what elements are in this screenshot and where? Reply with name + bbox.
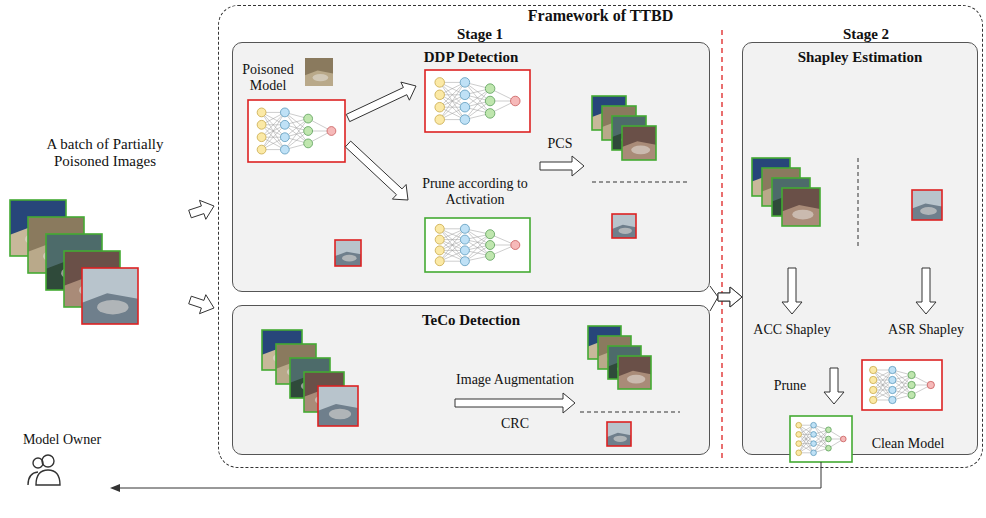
stage-divider: [721, 30, 722, 462]
hollow-arrow: [824, 368, 844, 404]
annotation: A batch of Partially Poisoned Images: [25, 136, 185, 171]
sample-image: [318, 386, 358, 426]
panel-title: Shapley Estimation: [743, 49, 977, 66]
sample-image: [82, 268, 138, 324]
stage-label: Stage 1: [440, 26, 520, 43]
sample-image: [305, 58, 333, 86]
input-arrow: [189, 295, 214, 314]
network-icon: [248, 100, 345, 162]
arrow-head: [110, 484, 120, 492]
sample-image: [618, 356, 651, 389]
hollow-arrow: [455, 393, 575, 413]
annotation: Poisoned Model: [236, 62, 300, 94]
annotation: ACC Shapley: [744, 322, 840, 338]
connector-arrow: [718, 287, 742, 307]
stage-connector: [710, 287, 742, 311]
annotation: Model Owner: [12, 432, 112, 448]
owner-icon: [28, 455, 60, 485]
hollow-arrow: [540, 156, 584, 176]
panel-title: Framework of TTBD: [219, 7, 982, 25]
input-arrow: [189, 200, 214, 219]
stage-label: Stage 2: [826, 26, 906, 43]
annotation: Image Augmentation: [440, 372, 590, 388]
sample-image: [335, 240, 361, 266]
hollow-arrow: [346, 82, 416, 122]
sample-image: [612, 214, 636, 238]
sample-image: [912, 190, 942, 220]
annotation: Prune: [762, 378, 818, 394]
separator: [858, 158, 859, 246]
annotation: PCS: [535, 136, 585, 152]
panel-title: TeCo Detection: [233, 312, 709, 329]
annotation: Clean Model: [860, 436, 956, 452]
panel-title: DDP Detection: [233, 49, 709, 66]
hollow-arrow: [916, 268, 936, 314]
connector-arrow: [718, 287, 742, 307]
sample-image: [782, 188, 820, 226]
annotation: Prune according to Activation: [405, 176, 545, 208]
separator: [592, 182, 690, 183]
hollow-arrow: [345, 141, 408, 200]
sample-image: [607, 422, 631, 446]
network-icon: [790, 416, 852, 462]
hollow-arrow: [782, 268, 802, 314]
network-icon: [425, 70, 530, 132]
sample-image: [622, 126, 656, 160]
annotation: CRC: [475, 416, 555, 432]
separator: [580, 412, 680, 413]
network-icon: [862, 360, 942, 410]
network-icon: [425, 218, 530, 272]
return-line: [118, 462, 821, 488]
annotation: ASR Shapley: [878, 322, 974, 338]
stage-connector: [710, 286, 742, 307]
